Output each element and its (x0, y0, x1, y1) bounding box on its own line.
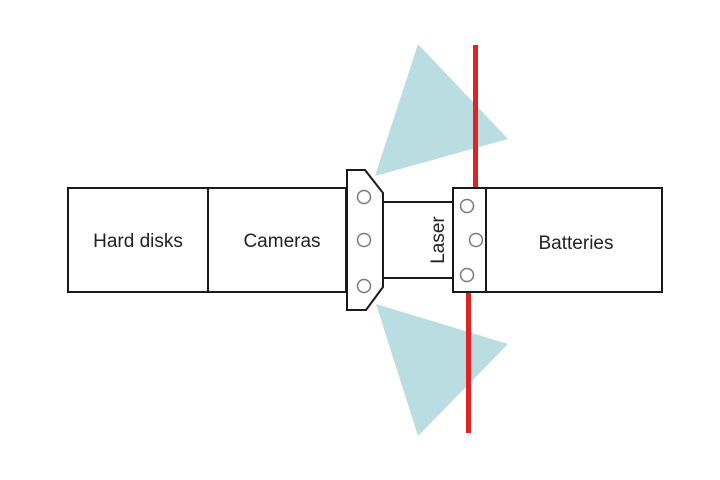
laser-mount-hole (468, 232, 484, 248)
hard-disks-box (67, 187, 209, 293)
camera-mount-hole (356, 278, 372, 294)
batteries-label: Batteries (539, 233, 614, 254)
batteries-box (485, 187, 663, 293)
laser-mount-hole (459, 198, 475, 214)
cameras-label: Cameras (243, 231, 320, 252)
camera-fov-lower (376, 304, 508, 436)
laser-beam-lower (466, 292, 471, 433)
camera-fov-upper (375, 44, 508, 176)
laser-box (382, 201, 454, 279)
cameras-box (207, 187, 347, 293)
laser-mount-hole (459, 267, 475, 283)
camera-mount-hole (356, 189, 372, 205)
laser-label: Laser (428, 216, 449, 264)
laser-beam-upper (473, 45, 478, 188)
camera-mount-hole (356, 232, 372, 248)
hard-disks-label: Hard disks (93, 231, 183, 252)
